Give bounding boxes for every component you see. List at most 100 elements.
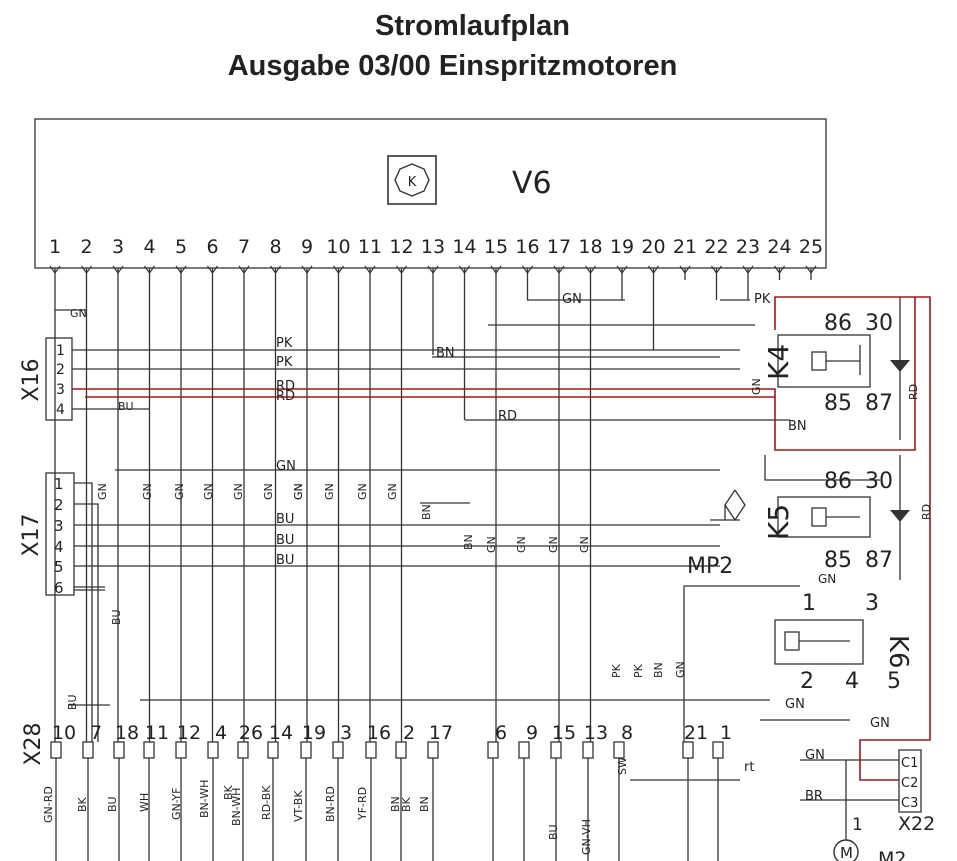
wire-color-label: BK <box>76 796 89 812</box>
x16-pin-number: 4 <box>56 402 65 418</box>
v6-pin-terminal-icon <box>112 265 124 275</box>
x28-pin-number: 14 <box>269 722 293 744</box>
k6-terminal-4: 4 <box>845 669 859 694</box>
diagram-subtitle: Ausgabe 03/00 Einspritzmotoren <box>227 50 678 82</box>
v6-pin-terminal-icon <box>207 265 218 275</box>
diagram-title: Stromlaufplan <box>375 10 570 42</box>
v6-pin-number: 7 <box>238 236 250 258</box>
wire-color-label: YF-RD <box>356 787 369 821</box>
wire-color-label: BU <box>276 512 294 527</box>
v6-pin-terminal-icon <box>301 265 313 275</box>
v6-module-box <box>34 118 827 269</box>
x17-connector <box>45 472 75 596</box>
wire-color-label: GN <box>805 748 825 763</box>
k6-feed-wire <box>683 585 800 742</box>
k6-relay-body <box>774 619 864 665</box>
x28-pin-number: 12 <box>177 722 201 744</box>
x28-pin-number: 18 <box>115 722 139 744</box>
wire-color-label: BU <box>106 796 119 812</box>
x28-pin-socket <box>267 741 279 759</box>
motor-pin-number: 1 <box>852 815 863 835</box>
v6-pin-terminal-icon <box>175 265 187 275</box>
wire-color-label: WH <box>138 793 151 812</box>
wire-color-label: RD <box>276 389 295 404</box>
v6-pin-terminal-icon <box>49 265 61 275</box>
v6-pin-number: 13 <box>421 236 445 258</box>
wire-color-label: BN-WH <box>230 788 243 826</box>
red-k4-wire <box>774 296 785 330</box>
v6-pin-terminal-icon <box>333 265 344 275</box>
x28-label: X28 <box>21 722 46 765</box>
v6-pin-number: 24 <box>767 236 791 258</box>
v6-pin-number: 6 <box>206 236 218 258</box>
wire-color-label: BR <box>805 789 823 804</box>
wire-color-label: RD <box>920 504 933 520</box>
wire-color-label: PK <box>276 336 293 351</box>
x28-pin-socket <box>682 741 694 759</box>
wire-color-label: PK <box>276 355 293 370</box>
wire-color-label: GN-RD <box>42 786 55 823</box>
x28-pin-number: 11 <box>145 722 169 744</box>
x28-pin-socket <box>300 741 312 759</box>
wire-color-label: PK <box>632 663 645 678</box>
x28-pin-number: 1 <box>720 722 732 744</box>
v6-pin-number: 15 <box>484 236 508 258</box>
v6-symbol-frame <box>387 155 437 205</box>
red-k4-loop-wire <box>774 297 916 451</box>
red-wire-layer <box>72 296 931 781</box>
x22-label: X22 <box>898 813 935 835</box>
wire-color-label: GN <box>292 483 305 500</box>
v6-pin-terminal-icon <box>270 265 281 275</box>
k4-terminal-86: 86 <box>824 311 852 336</box>
wire-color-label: GN <box>232 483 245 500</box>
v6-pin-terminal-icon <box>616 265 628 275</box>
k4-terminal-85: 85 <box>824 391 852 416</box>
v6-pin-number: 11 <box>358 236 382 258</box>
k4-terminal-87: 87 <box>865 391 893 416</box>
v6-pin-number: 9 <box>301 236 313 258</box>
x28-pin-socket <box>582 741 594 759</box>
x28-pin-socket <box>613 741 625 759</box>
v6-pin-number: 16 <box>515 236 539 258</box>
x28-pin-number: 16 <box>367 722 391 744</box>
wire-color-label: BN <box>436 346 455 361</box>
x28-pin-number: 26 <box>239 722 263 744</box>
v6-pin-terminal-icon <box>459 265 470 275</box>
x28-pin-socket <box>487 741 499 759</box>
wire-color-label: GN <box>818 572 836 586</box>
v6-pin-number: 17 <box>547 236 571 258</box>
v6-pin-number: 1 <box>49 236 61 258</box>
v6-pin-number: 2 <box>80 236 92 258</box>
x28-pin-socket <box>550 741 562 759</box>
k4-diode-icon <box>890 360 910 372</box>
wire-color-label: RD <box>498 409 517 424</box>
x28-pin-socket <box>175 741 187 759</box>
wire-color-label: GN <box>386 483 399 500</box>
k4-label: K4 <box>762 344 795 380</box>
v6-pin-terminal-icon <box>81 265 92 275</box>
v6-pin-terminal-icon <box>711 265 722 275</box>
wire-color-label: GN <box>578 536 591 553</box>
x28-pin-number: 21 <box>684 722 708 744</box>
v6-pin-terminal-icon <box>144 265 155 275</box>
v6-pin-terminal-icon <box>742 265 754 275</box>
wire-color-label: BN <box>420 504 433 520</box>
wire-color-label: GN <box>262 483 275 500</box>
k5-diode-icon <box>890 510 910 522</box>
wire-color-label: BN <box>462 534 475 550</box>
k5-relay-body <box>777 496 871 538</box>
x28-pin-socket <box>143 741 155 759</box>
red-supply-wire <box>785 296 931 781</box>
v6-pin-terminal-icon <box>522 265 533 275</box>
motor-m-letter: M <box>840 844 853 861</box>
x28-pin-number: 2 <box>403 722 415 744</box>
v6-pin-number: 19 <box>610 236 634 258</box>
wire-color-label: GN <box>674 661 687 678</box>
x16-pin-number: 3 <box>56 382 65 398</box>
v6-pin-terminal-icon <box>427 265 439 275</box>
k5-terminal-85: 85 <box>824 548 852 573</box>
wire-color-label: RD <box>907 384 920 400</box>
k4-relay-body <box>777 334 871 388</box>
wire-color-label: GN <box>547 536 560 553</box>
wire-color-label: GN <box>70 307 87 320</box>
